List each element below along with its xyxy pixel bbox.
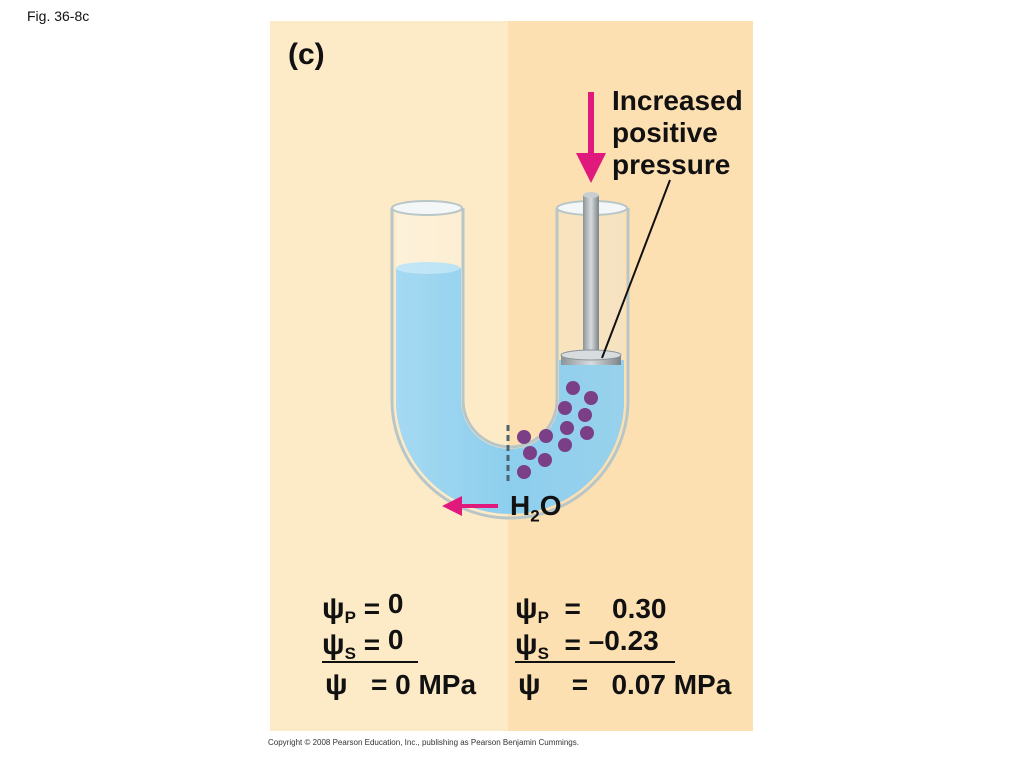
piston-rod <box>583 195 599 360</box>
left-psi-p-row: ψP = 0 <box>322 588 404 627</box>
panel-letter: (c) <box>288 38 325 71</box>
pressure-label: Increased positive pressure <box>612 85 743 181</box>
left-sum-rule <box>322 661 418 663</box>
figure-caption: Fig. 36-8c <box>27 8 90 24</box>
left-psi-total-row: ψ = 0 MPa <box>325 668 477 701</box>
pressure-leader-line <box>601 179 671 359</box>
right-psi-p-row: ψP = 0.30 <box>515 592 667 627</box>
left-psi-s-row: ψS = 0 <box>322 624 404 663</box>
u-tube-glass <box>390 208 630 520</box>
panel-left-background <box>270 21 508 731</box>
right-psi-s-value: –0.23 <box>588 625 659 656</box>
water-label: H2O <box>510 490 562 526</box>
left-psi-p-value: 0 <box>387 588 404 619</box>
right-psi-p-value: 0.30 <box>612 593 667 624</box>
solute-particles <box>517 381 598 479</box>
pressure-label-line3: pressure <box>612 149 731 180</box>
right-unit: MPa <box>673 669 732 700</box>
pressure-label-line2: positive <box>612 117 718 148</box>
right-psi-s-row: ψS = –0.23 <box>515 625 659 663</box>
right-psi-total-value: 0.07 <box>611 669 666 700</box>
pressure-label-line1: Increased <box>612 85 743 116</box>
right-psi-total-row: ψ = 0.07 MPa <box>518 668 732 701</box>
right-sum-rule <box>515 661 675 663</box>
copyright-notice: Copyright © 2008 Pearson Education, Inc.… <box>268 738 579 747</box>
left-psi-s-value: 0 <box>387 624 404 655</box>
left-arm-rim <box>391 200 463 216</box>
left-unit: MPa <box>418 669 477 700</box>
panel-right-background <box>508 21 753 731</box>
left-psi-total-value: 0 <box>395 669 411 700</box>
